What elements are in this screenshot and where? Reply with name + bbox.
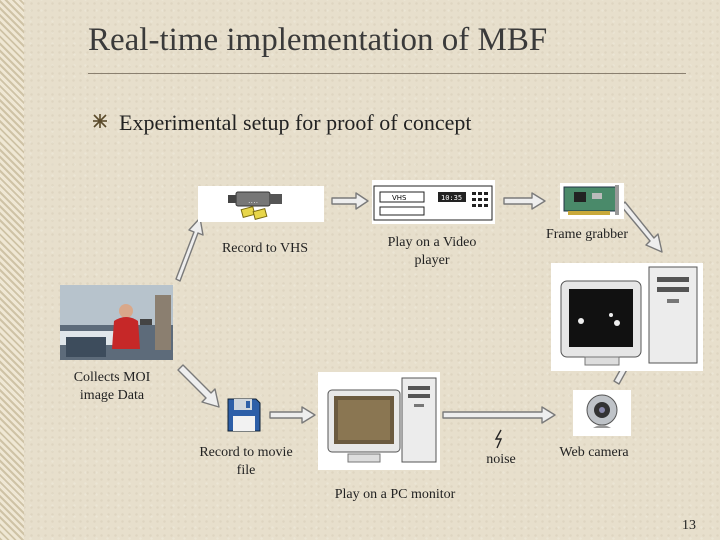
- label-play-video-player: Play on a Video player: [387, 235, 477, 268]
- crt-pc-image: [551, 263, 703, 371]
- page-number: 13: [682, 518, 696, 533]
- label-record-movie-file: Record to movie file: [199, 445, 293, 478]
- label-collects-moi: Collects MOI image Data: [73, 370, 151, 403]
- arrow-to-web-camera: [442, 406, 556, 424]
- floppy-image: [225, 396, 263, 434]
- webcam-image: [573, 390, 631, 436]
- floppy-disk-icon: [227, 398, 261, 432]
- operator-photo: [60, 285, 173, 360]
- svg-text:VHS: VHS: [392, 194, 407, 202]
- bullet-text: Experimental setup for proof of concept: [119, 110, 472, 135]
- arrow-to-crt: [620, 201, 663, 253]
- arrow-to-pc-monitor: [269, 406, 316, 424]
- arrow-to-movie-file: [177, 364, 220, 408]
- bullet-icon: [93, 114, 107, 128]
- svg-text:....: ....: [248, 196, 258, 205]
- arrow-to-vhs: [175, 217, 204, 282]
- crt-monitor-icon: [560, 280, 642, 366]
- camcorder-image: ....: [198, 186, 324, 222]
- decorative-side-stripe: [0, 0, 24, 540]
- slide-title: Real-time implementation of MBF: [88, 22, 548, 58]
- pc-tower-icon: [401, 377, 437, 463]
- pc-image: [318, 372, 440, 470]
- pci-card-icon: [563, 185, 619, 215]
- camcorder-icon: ....: [228, 191, 282, 221]
- arrow-to-video-player: [331, 192, 369, 210]
- pc-monitor-icon: [327, 389, 401, 463]
- pc-tower-icon: [648, 266, 698, 364]
- arrow-to-frame-grabber: [503, 192, 546, 210]
- vcr-image: VHS 10:35: [372, 180, 495, 224]
- label-noise: noise: [486, 452, 516, 467]
- svg-text:10:35: 10:35: [441, 194, 462, 202]
- label-play-pc-monitor: Play on a PC monitor: [334, 487, 456, 502]
- title-underline: [88, 73, 686, 74]
- label-web-camera: Web camera: [559, 445, 629, 460]
- frame-grabber-image: [560, 183, 624, 219]
- lightning-icon: [494, 429, 503, 449]
- webcam-icon: [586, 394, 618, 428]
- vcr-icon: VHS 10:35: [373, 185, 493, 221]
- label-record-vhs: Record to VHS: [221, 241, 309, 256]
- label-frame-grabber: Frame grabber: [545, 227, 629, 242]
